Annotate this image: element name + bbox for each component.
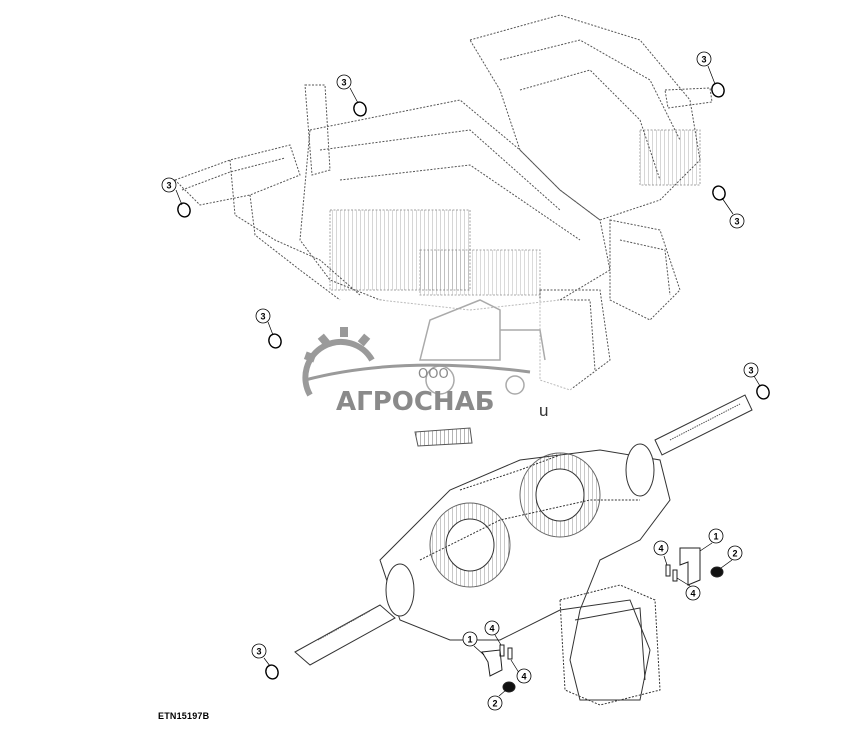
upper-ring-gear [414, 427, 473, 447]
callout-balloon: 3 [336, 74, 352, 90]
pin-part [665, 564, 671, 577]
upper-frame-assembly [174, 14, 713, 391]
combine-harvester-icon [419, 299, 546, 395]
callout-balloon: 3 [729, 213, 745, 229]
pin-part [672, 569, 678, 582]
callout-balloon: 3 [255, 308, 271, 324]
o-ring [712, 185, 726, 201]
o-ring [265, 664, 279, 680]
plug-part [502, 681, 516, 693]
callout-balloons: 3 3 3 3 3 3 3 1 2 4 4 1 2 4 4 [161, 51, 759, 711]
svg-text:3: 3 [734, 217, 739, 227]
left-small-parts [481, 644, 516, 693]
watermark-prefix: ООО [418, 367, 449, 382]
o-ring [711, 82, 725, 98]
svg-text:3: 3 [341, 78, 346, 88]
o-ring [177, 202, 191, 218]
bracket-part [679, 547, 701, 586]
bracket-part [481, 649, 503, 677]
watermark-logo: ООО АГРОСНАБ u [272, 299, 572, 430]
svg-text:4: 4 [521, 672, 526, 682]
callout-balloon: 4 [516, 668, 532, 684]
right-small-parts [665, 547, 724, 586]
svg-text:1: 1 [713, 532, 718, 542]
callout-balloon: 3 [743, 362, 759, 378]
leader-lines [175, 65, 761, 697]
svg-text:1: 1 [467, 635, 472, 645]
callout-balloon: 4 [685, 585, 701, 601]
plug-part [710, 566, 724, 578]
svg-text:3: 3 [701, 55, 706, 65]
figure-id-label: ETN15197B [158, 711, 210, 721]
svg-text:2: 2 [492, 699, 497, 709]
svg-text:3: 3 [256, 647, 261, 657]
rear-axle-assembly [294, 394, 753, 706]
callout-balloon: 3 [696, 51, 712, 67]
callout-balloon: 2 [727, 545, 743, 561]
svg-text:3: 3 [166, 181, 171, 191]
callout-balloon: 3 [161, 177, 177, 193]
pin-part [507, 647, 513, 660]
watermark-company-name: АГРОСНАБ [336, 387, 495, 417]
watermark-suffix: u [539, 401, 548, 420]
pin-part [499, 644, 505, 657]
svg-text:4: 4 [489, 624, 494, 634]
callout-balloon: 4 [653, 540, 669, 556]
svg-text:2: 2 [732, 549, 737, 559]
o-ring [756, 384, 770, 400]
callout-balloon: 4 [484, 620, 500, 636]
svg-text:4: 4 [690, 589, 695, 599]
callout-balloon: 1 [462, 631, 478, 647]
callout-balloon: 3 [251, 643, 267, 659]
svg-text:4: 4 [658, 544, 663, 554]
callout-balloon: 2 [487, 695, 503, 711]
callout-balloon: 1 [708, 528, 724, 544]
o-ring [353, 101, 367, 117]
svg-text:3: 3 [748, 366, 753, 376]
svg-text:3: 3 [260, 312, 265, 322]
